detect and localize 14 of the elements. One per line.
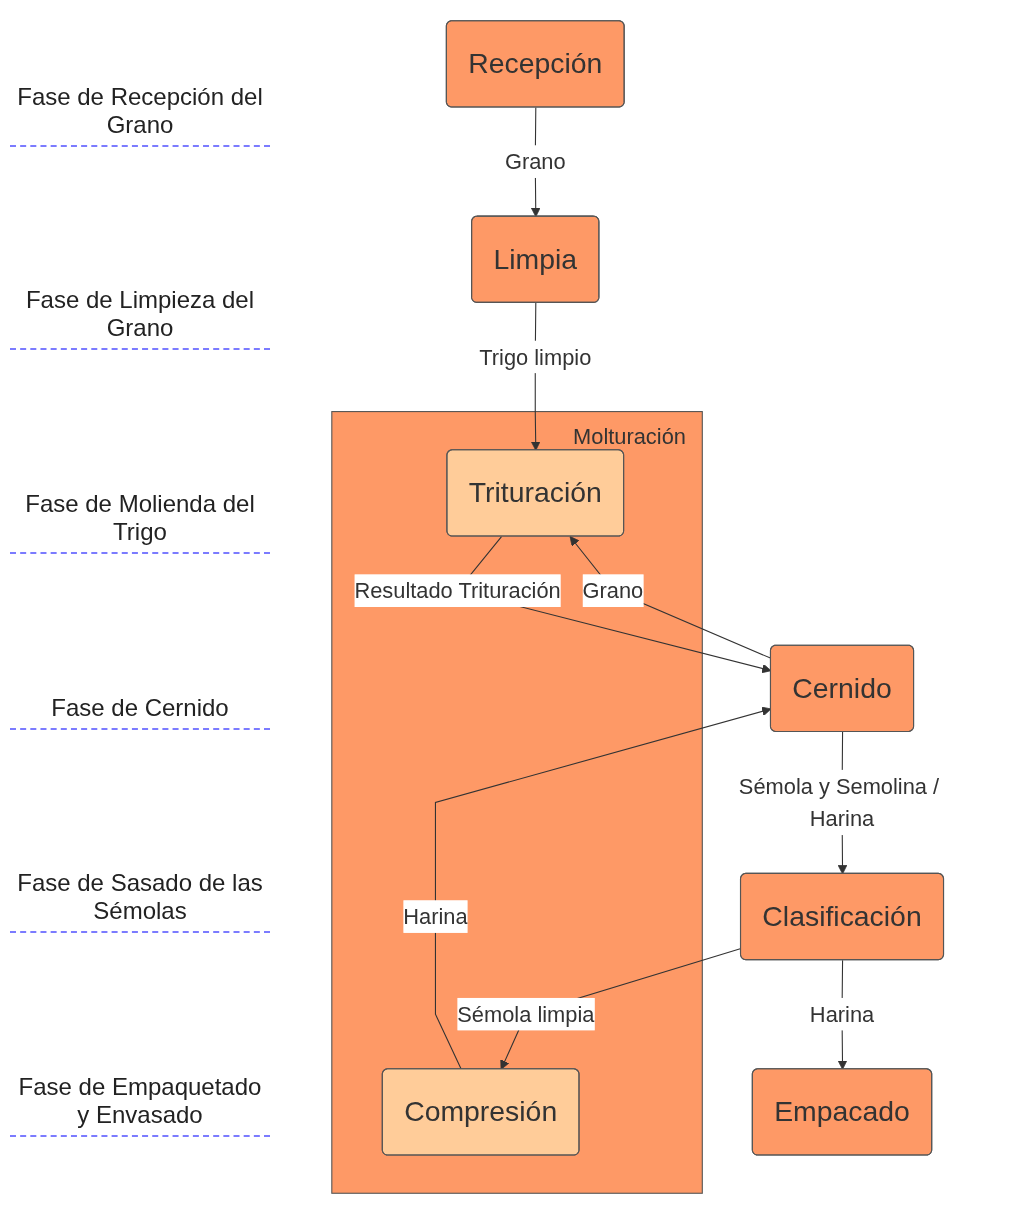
edge-label: Sémola y Semolina / Harina <box>738 774 940 831</box>
phase-label: Fase de Molienda del Trigo <box>10 484 270 555</box>
edge-label: Trigo limpio <box>479 344 592 369</box>
edge-label: Harina <box>403 904 468 929</box>
phase-label: Fase de Cernido <box>10 687 270 730</box>
edge-label: Grano <box>582 578 644 603</box>
phase-label: Fase de Empaquetado y Envasado <box>10 1067 270 1138</box>
edge-label: Grano <box>504 149 566 174</box>
edge-label: Harina <box>809 1002 875 1027</box>
edge-label: Sémola limpia <box>457 1002 595 1027</box>
phase-label: Fase de Limpieza del Grano <box>10 280 270 351</box>
phase-label: Fase de Sasado de las Sémolas <box>10 863 270 934</box>
edge-label: Resultado Trituración <box>354 578 561 603</box>
phase-label: Fase de Recepción del Grano <box>10 76 270 147</box>
